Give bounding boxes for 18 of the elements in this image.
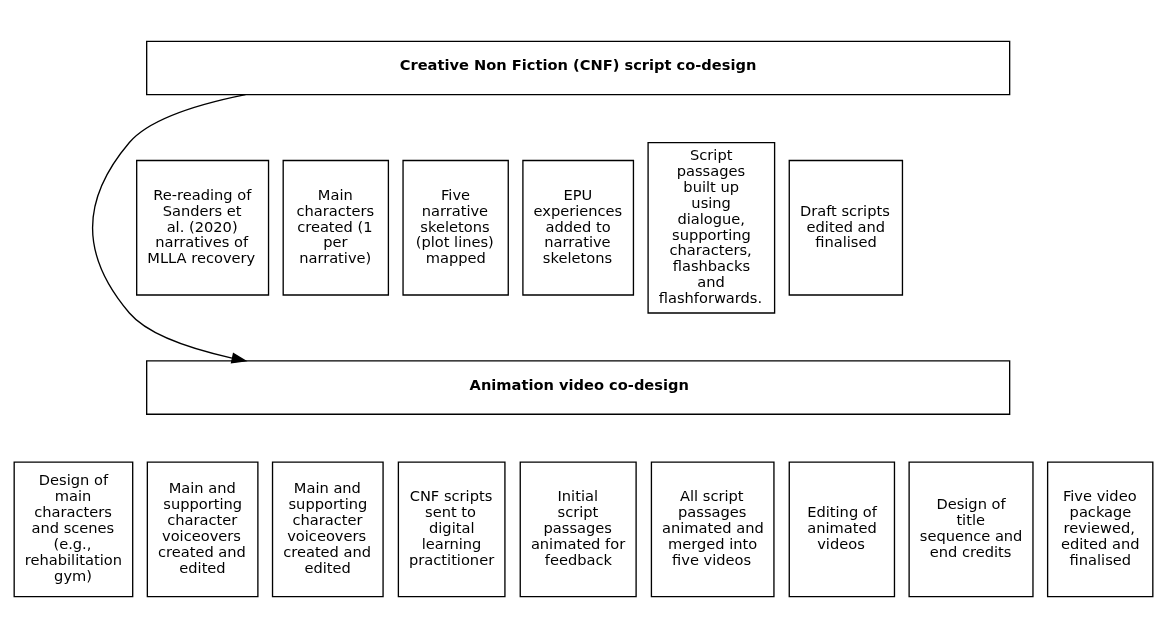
node-box: Re-reading of Sanders et al. (2020) narratives of MLLA recovery <box>136 159 270 296</box>
node-box: Main characters created (1 per narrative) <box>282 159 390 296</box>
node-box: Design of main characters and scenes (e.g., rehabilitation gym) <box>13 461 134 597</box>
node-box: Creative Non Fiction (CNF) script co-design <box>146 40 1011 95</box>
node-box: Initial script passages animated for feedback <box>519 461 637 597</box>
node-box: Five video package reviewed, edited and finalised <box>1046 461 1154 597</box>
node-box: Animation video co-design <box>146 359 1011 415</box>
node-box: CNF scripts sent to digital learning practitioner <box>397 461 506 597</box>
node-box: Main and supporting character voiceovers created and edited <box>146 461 259 597</box>
node-box: Five narrative skeletons (plot lines) mapped <box>402 159 509 296</box>
node-box: Draft scripts edited and finalised <box>788 159 904 296</box>
node-box: Editing of animated videos <box>788 461 896 597</box>
node-box: Script passages built up using dialogue, supporting characters, flashbacks and flashforwards. <box>647 141 776 314</box>
node-box: Design of title sequence and end credits <box>908 461 1034 597</box>
node-box: All script passages animated and merged into five videos <box>650 461 775 597</box>
node-box: Main and supporting character voiceovers created and edited <box>271 461 384 597</box>
node-box: EPU experiences added to narrative skeletons <box>522 159 635 296</box>
arrow <box>91 93 248 363</box>
